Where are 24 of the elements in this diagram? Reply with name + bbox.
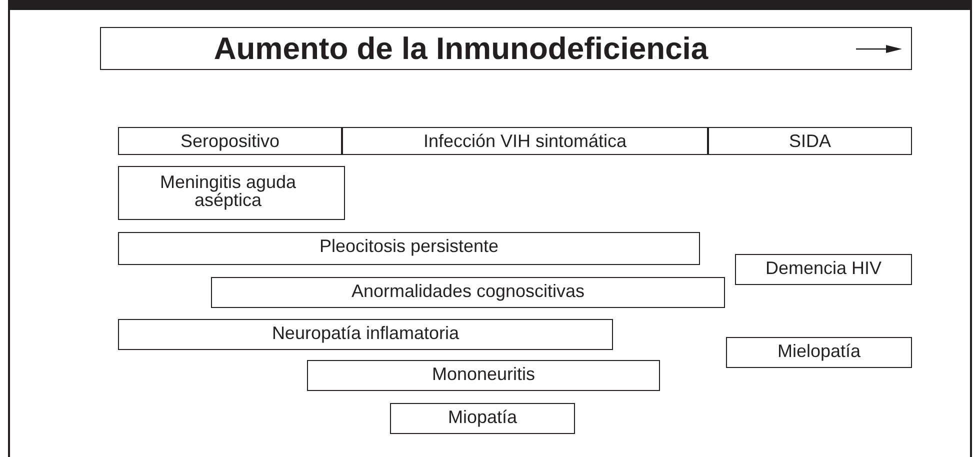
bar-label: Seropositivo: [180, 132, 280, 150]
condition-bar: [726, 337, 912, 368]
condition-bar: [390, 403, 575, 434]
bar-label: Infección VIH sintomática: [423, 132, 627, 150]
condition-bar: [307, 360, 660, 391]
phase-box: [708, 127, 912, 155]
phase-box: [118, 127, 342, 155]
condition-bar: [118, 166, 345, 220]
condition-bar: [211, 277, 725, 308]
bar-label: Neuropatía inflamatoria: [272, 324, 460, 342]
bar-label: Demencia HIV: [765, 259, 882, 277]
bar-label: Mononeuritis: [432, 365, 536, 383]
phase-box: [342, 127, 708, 155]
condition-bar: [735, 254, 912, 285]
bar-label: Meningitis aguda aséptica: [158, 173, 298, 209]
bar-label: Pleocitosis persistente: [319, 237, 499, 255]
condition-bar: [118, 319, 613, 350]
condition-bar: [118, 232, 700, 265]
heading: Aumento de la Inmunodeficiencia: [214, 32, 708, 66]
bar-label: Anormalidades cognoscitivas: [351, 282, 585, 300]
title-box: [100, 27, 912, 70]
bar-label: Miopatía: [448, 408, 518, 426]
bar-label: SIDA: [788, 132, 831, 150]
bar-label: Mielopatía: [777, 342, 861, 360]
